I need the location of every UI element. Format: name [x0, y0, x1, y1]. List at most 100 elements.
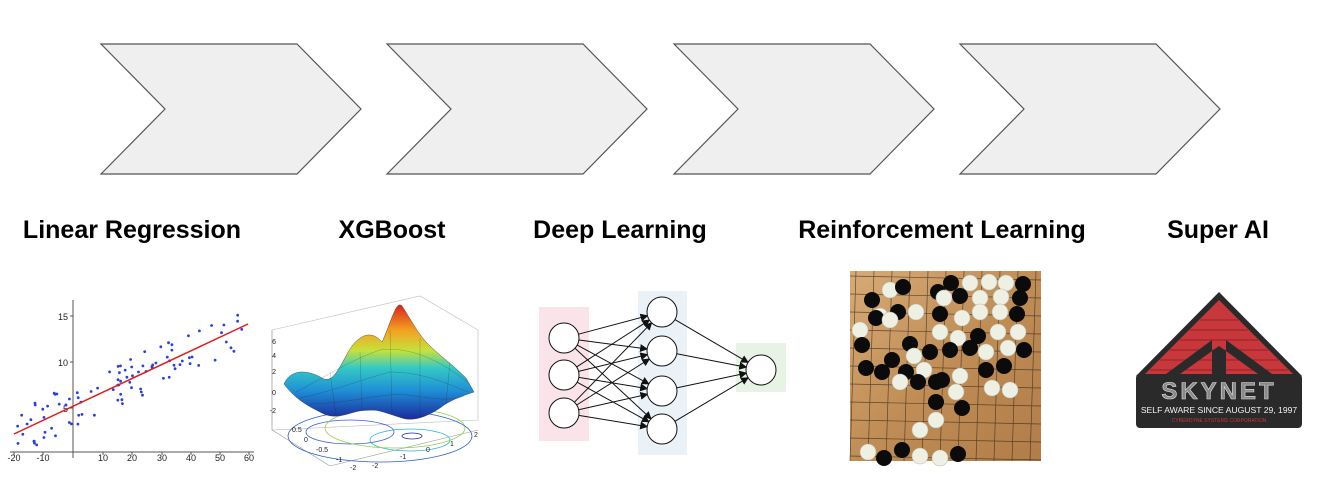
- scatter-point: [154, 361, 158, 365]
- go-board-photo: [849, 270, 1042, 467]
- scatter-point: [137, 370, 140, 374]
- scatter-point: [128, 380, 132, 384]
- scatter-point: [118, 371, 121, 375]
- scatter-point: [116, 378, 120, 382]
- network-connection: [578, 339, 649, 353]
- black-stone: [868, 310, 884, 326]
- grid-line: [849, 437, 1042, 443]
- scatter-point: [93, 413, 96, 417]
- process-chevrons: [99, 43, 1221, 175]
- network-connection: [578, 313, 649, 335]
- x-tick-label: 10: [98, 453, 108, 463]
- z-tick-label: 4: [272, 353, 276, 360]
- network-node: [646, 335, 678, 367]
- black-stone: [1012, 290, 1028, 306]
- black-stone: [876, 450, 892, 466]
- scatter-point: [130, 386, 133, 390]
- white-stone: [953, 309, 971, 327]
- scatter-point: [108, 370, 111, 374]
- surface-mesh: [295, 329, 471, 417]
- network-nodes: [548, 296, 777, 445]
- white-stone: [977, 343, 995, 361]
- scatter-point: [50, 426, 53, 430]
- black-stone: [1016, 342, 1032, 358]
- x-tick-label: -10: [36, 453, 49, 463]
- black-stone: [928, 374, 944, 390]
- linear-regression-plot: -20 -10 10 20 30 40 50 60 15 10 5: [7, 300, 254, 463]
- white-stone: [1009, 323, 1027, 341]
- black-stone: [952, 288, 968, 304]
- white-stone: [971, 289, 989, 307]
- stage-label-deep-learning: Deep Learning: [533, 216, 707, 244]
- white-stone: [961, 274, 979, 292]
- scatter-point: [42, 436, 46, 439]
- scatter-point: [143, 350, 147, 353]
- y-tick-label: 10: [58, 358, 68, 368]
- network-node: [548, 359, 580, 391]
- scatter-point: [167, 375, 171, 379]
- scatter-point: [41, 407, 45, 411]
- white-stone: [949, 329, 967, 347]
- scatter-point: [119, 379, 122, 383]
- white-stone: [911, 447, 929, 465]
- x-tick-label: -20: [7, 453, 20, 463]
- scatter-point: [141, 364, 145, 368]
- scatter-point: [222, 323, 226, 327]
- white-stone: [927, 411, 945, 429]
- black-stone: [942, 342, 958, 358]
- scatter-point: [236, 319, 240, 323]
- scatter-point: [240, 328, 244, 331]
- black-stone: [858, 360, 874, 376]
- x-tick-label: 50: [215, 453, 225, 463]
- y-tick-label: 15: [58, 312, 68, 322]
- scatter-point: [116, 365, 120, 368]
- scatter-point: [130, 365, 134, 369]
- white-stone: [891, 373, 909, 391]
- neural-network-diagram: [539, 291, 786, 455]
- scatter-point: [198, 329, 201, 333]
- scatter-point: [232, 349, 236, 353]
- x-tick-label: -2: [372, 463, 378, 470]
- scatter-point: [139, 390, 143, 394]
- scatter-point: [170, 348, 174, 352]
- scatter-point: [20, 413, 24, 417]
- scatter-point: [129, 358, 133, 361]
- scatter-point: [229, 346, 233, 350]
- x-tick-label: 1: [450, 441, 454, 448]
- z-tick-label: 2: [272, 369, 276, 376]
- black-stone: [895, 279, 911, 295]
- scatter-point: [75, 391, 79, 395]
- scatter-point: [111, 388, 115, 391]
- scatter-point: [29, 418, 33, 422]
- scatter-point: [68, 397, 71, 401]
- white-stone: [911, 421, 929, 439]
- scatter-point: [32, 440, 36, 443]
- grid-line: [1029, 270, 1037, 462]
- plot-box-edge: [271, 429, 331, 467]
- scatter-point: [173, 367, 177, 371]
- black-stone: [978, 362, 994, 378]
- scatter-point: [21, 432, 25, 436]
- white-stone: [859, 443, 877, 461]
- black-stone: [884, 352, 900, 368]
- white-stone: [1001, 381, 1019, 399]
- process-chevron-3: [672, 43, 935, 175]
- scatter-point: [180, 359, 184, 363]
- scatter-point: [224, 340, 228, 344]
- logo-company: CYBERDYNE SYSTEMS CORPORATION: [1172, 418, 1267, 424]
- stage-label-xgboost: XGBoost: [338, 216, 446, 244]
- process-chevron-2: [385, 43, 648, 175]
- network-node: [646, 375, 678, 407]
- scatter-point: [76, 396, 80, 400]
- logo-plate: [1136, 374, 1302, 428]
- black-stone: [1015, 276, 1031, 292]
- x-tick-label: 40: [186, 453, 196, 463]
- scatter-point: [167, 341, 170, 345]
- scatter-point: [220, 331, 223, 335]
- x-tick-label: 0: [426, 447, 430, 454]
- network-connection: [576, 344, 650, 385]
- y-tick-label: -0.5: [316, 447, 328, 454]
- scatter-point: [46, 404, 49, 408]
- scatter-point: [188, 356, 191, 360]
- scatter-point: [188, 362, 192, 365]
